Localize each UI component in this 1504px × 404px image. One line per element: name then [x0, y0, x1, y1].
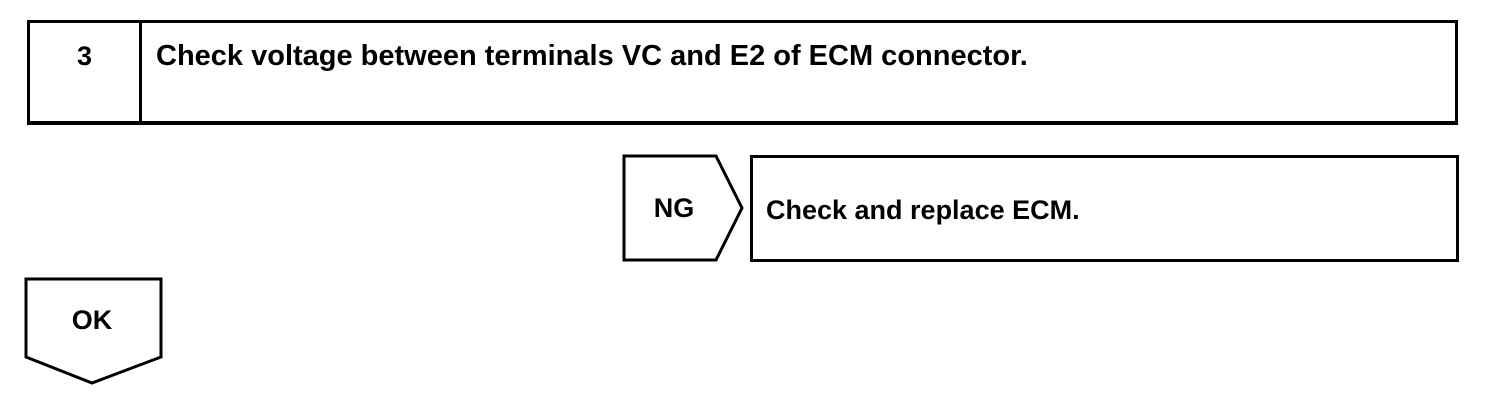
step-title: Check voltage between terminals VC and E…	[156, 40, 1028, 72]
step-number: 3	[30, 23, 142, 121]
ng-action-text: Check and replace ECM.	[766, 195, 1080, 225]
ok-label: OK	[71, 305, 113, 335]
step-box: 3 Check voltage between terminals VC and…	[27, 20, 1458, 125]
ng-arrow-shape	[622, 154, 744, 262]
ng-action-box: Check and replace ECM.	[750, 155, 1459, 262]
ok-arrow-shape	[24, 277, 163, 385]
ng-label: NG	[653, 193, 695, 223]
